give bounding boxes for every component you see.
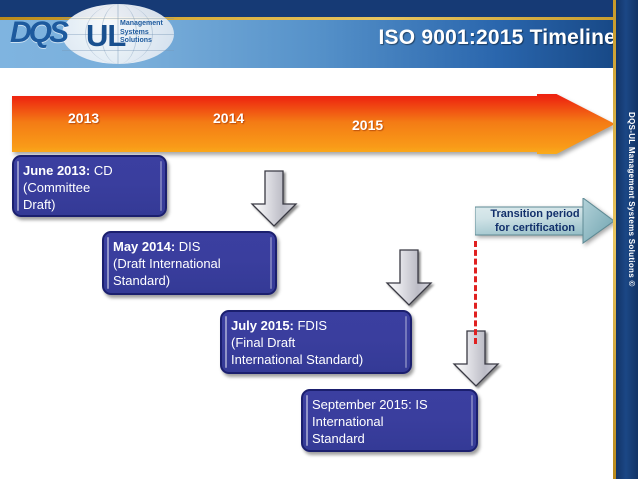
down-arrow-2 bbox=[385, 249, 433, 312]
down-arrow-3 bbox=[452, 330, 500, 393]
transition-arrow-label: Transition period for certification bbox=[481, 207, 589, 235]
milestone-is-line1: International bbox=[312, 414, 384, 429]
page-title: ISO 9001:2015 Timeline bbox=[378, 26, 616, 49]
company-logo: DQS UL Management Systems Solutions bbox=[4, 4, 179, 66]
transition-arrow bbox=[474, 197, 615, 244]
milestone-is[interactable]: September 2015: IS International Standar… bbox=[301, 389, 478, 452]
logo-tagline: Management Systems Solutions bbox=[120, 20, 163, 46]
globe-icon bbox=[62, 4, 174, 64]
sidebar-credit: DQS-UL Management Systems Solutions © bbox=[627, 112, 636, 287]
milestone-dis-line2: Standard) bbox=[113, 273, 171, 288]
header-top-bar bbox=[0, 0, 638, 17]
milestone-fdis-title: July 2015: FDIS bbox=[231, 318, 328, 333]
year-label-2014: 2014 bbox=[213, 110, 245, 126]
logo-tagline-line3: Solutions bbox=[120, 37, 152, 44]
milestone-fdis-line2: International Standard) bbox=[231, 352, 364, 367]
year-label-2015: 2015 bbox=[352, 117, 384, 133]
transition-connector-line bbox=[474, 241, 477, 344]
milestone-is-title: September 2015: IS bbox=[312, 397, 428, 412]
logo-tagline-line1: Management bbox=[120, 20, 163, 27]
milestone-dis[interactable]: May 2014: DIS (Draft International Stand… bbox=[102, 231, 277, 295]
milestone-cd[interactable]: June 2013: CD (Committee Draft) bbox=[12, 155, 167, 217]
logo-dqs-text: DQS bbox=[10, 16, 69, 49]
milestone-cd-line1: (Committee bbox=[23, 180, 91, 195]
milestone-dis-title: May 2014: DIS bbox=[113, 239, 201, 254]
logo-tagline-line2: Systems bbox=[120, 28, 149, 36]
milestone-cd-title: June 2013: CD bbox=[23, 163, 113, 178]
transition-label-line2: for certification bbox=[494, 222, 576, 234]
header-gold-rule bbox=[0, 17, 638, 20]
milestone-dis-line1: (Draft International bbox=[113, 256, 221, 271]
sidebar-navy-bar bbox=[616, 0, 638, 479]
sidebar-gold-rule bbox=[613, 0, 616, 479]
down-arrow-1 bbox=[250, 170, 298, 233]
logo-ul-text: UL bbox=[86, 18, 126, 53]
milestone-fdis-line1: (Final Draft bbox=[231, 335, 296, 350]
transition-label-line1: Transition period bbox=[490, 208, 580, 220]
milestone-cd-line2: Draft) bbox=[23, 197, 56, 212]
years-arrow bbox=[12, 94, 615, 154]
milestone-is-line2: Standard bbox=[312, 431, 365, 446]
milestone-fdis[interactable]: July 2015: FDIS (Final Draft Internation… bbox=[220, 310, 412, 374]
year-label-2013: 2013 bbox=[68, 110, 100, 126]
